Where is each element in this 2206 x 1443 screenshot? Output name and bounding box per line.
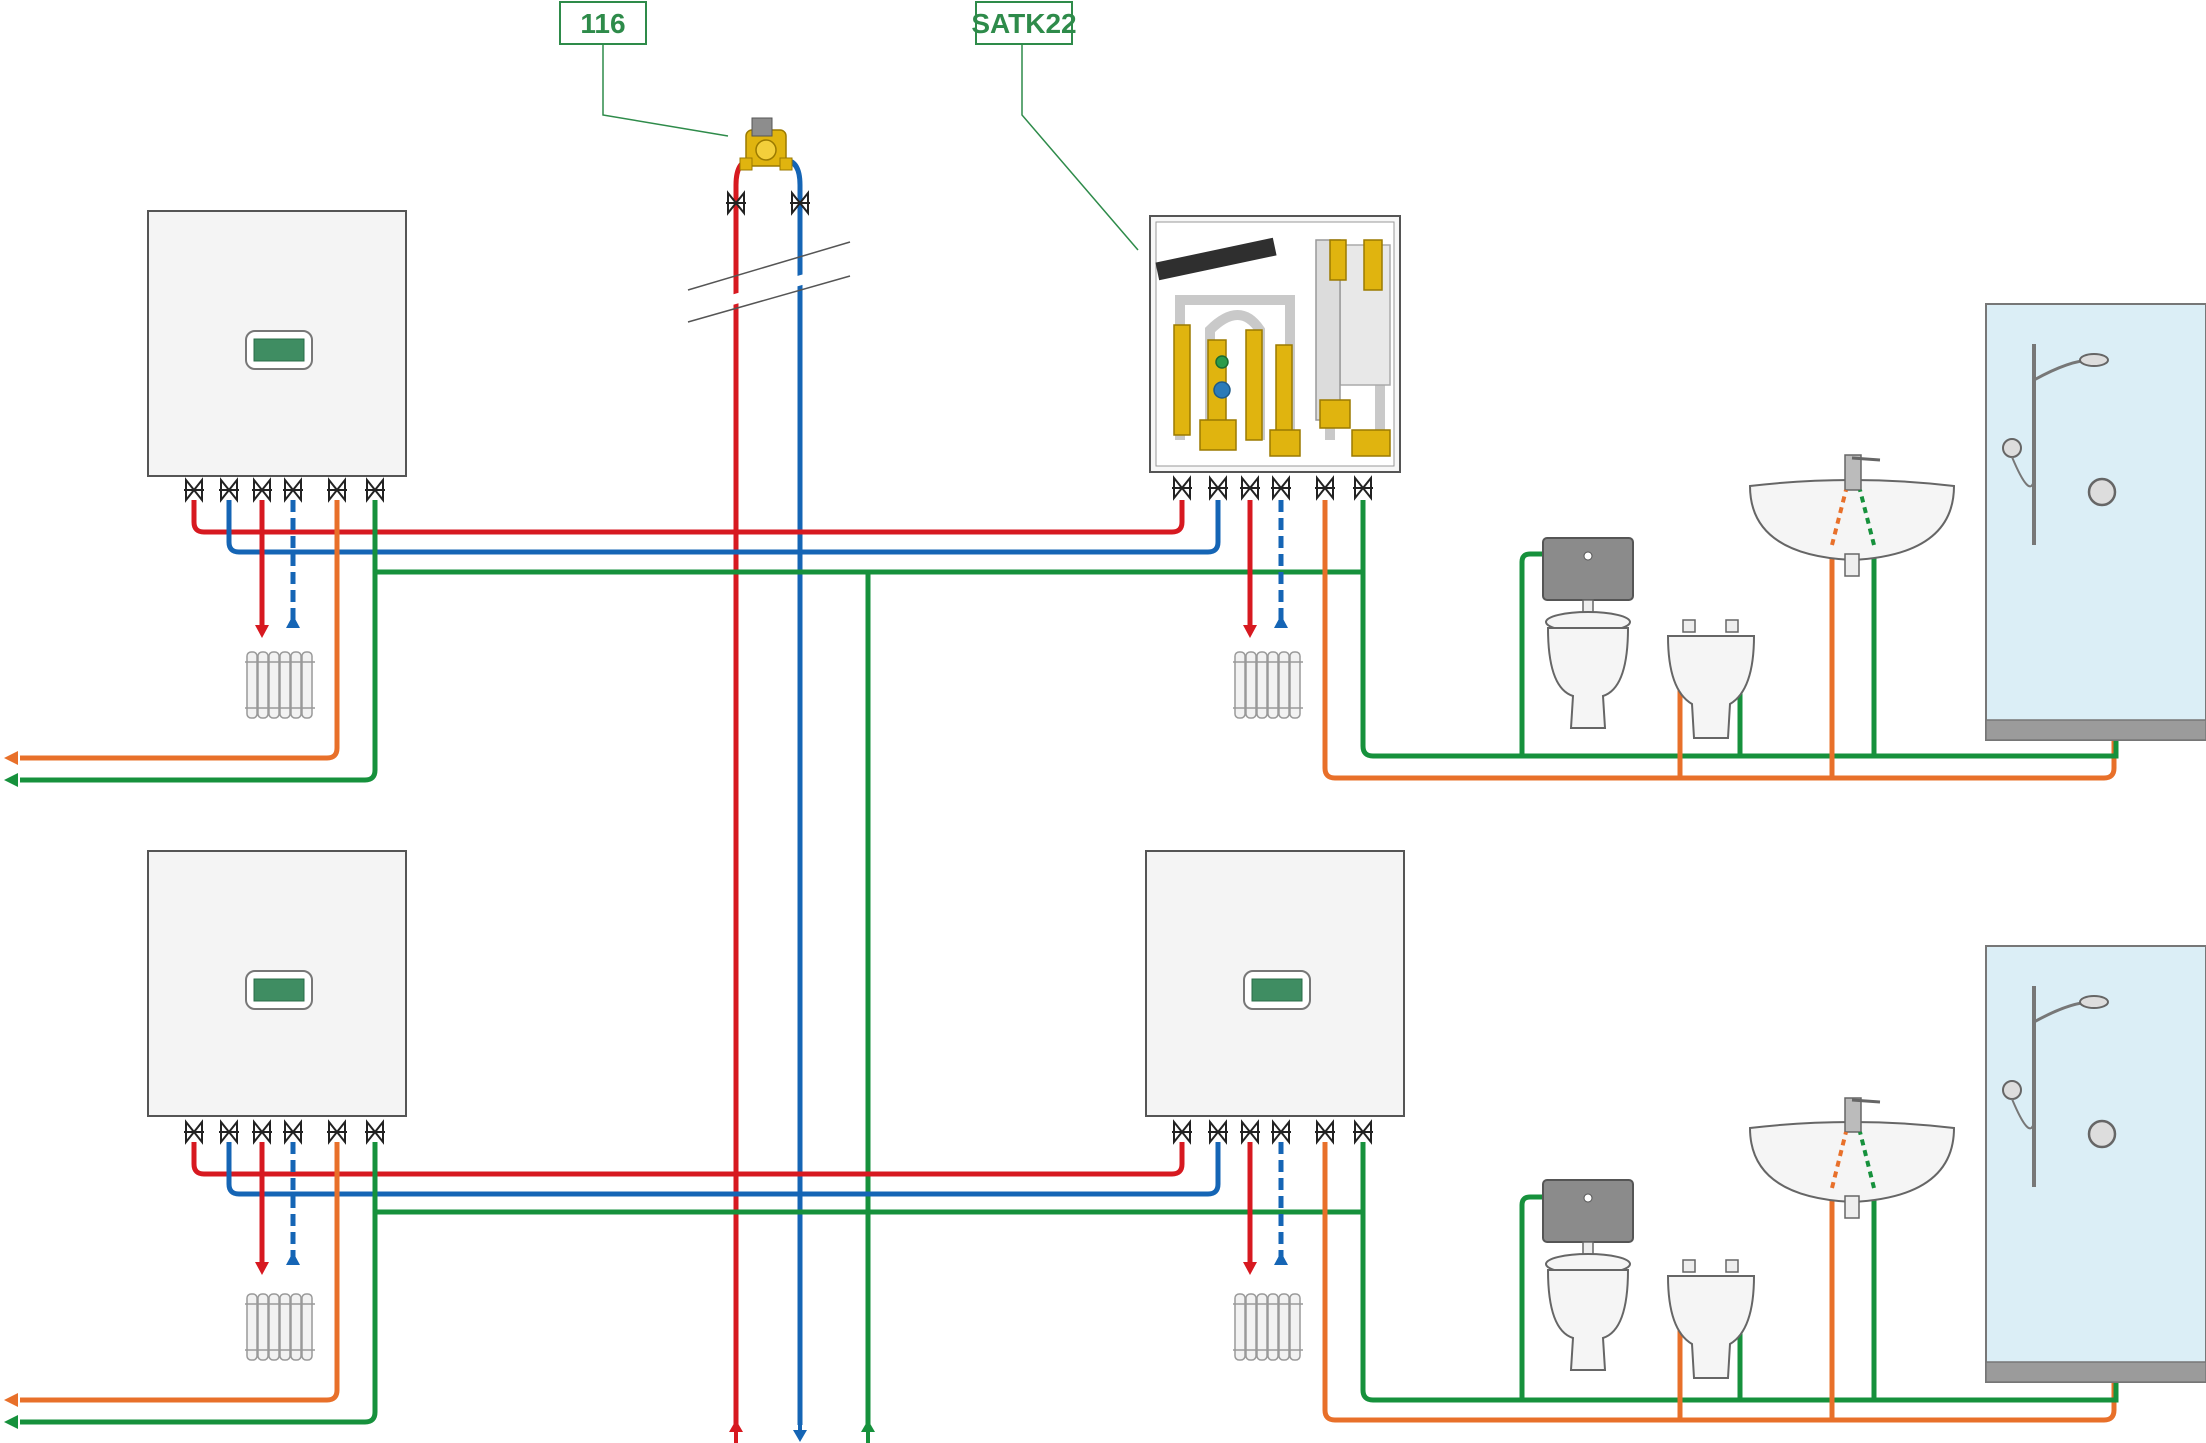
radiator-lower-right [1232, 1289, 1304, 1363]
toilet-lower-icon [1542, 1179, 1634, 1371]
valves-upper-left [183, 479, 386, 501]
washbasin-icon [1748, 454, 1956, 577]
floor-lower [4, 850, 2206, 1429]
unit-lower-right [1145, 850, 1405, 1117]
shower-icon [1985, 303, 2206, 741]
callout-116-label: 116 [580, 8, 625, 39]
pipe-break-symbol [687, 241, 851, 323]
radiator-upper-right [1232, 647, 1304, 721]
shower-lower-icon [1985, 945, 2206, 1383]
washbasin-lower-icon [1748, 1097, 1956, 1219]
toilet-icon [1542, 537, 1634, 729]
unit-upper-left [147, 210, 407, 477]
valves-lower-right [1171, 1121, 1374, 1143]
callout-satk22-label: SATK22 [971, 8, 1076, 39]
floor-upper [4, 210, 2206, 787]
riser-valves [725, 192, 811, 214]
valves-upper-right [1171, 477, 1374, 499]
callout-116: 116 [559, 1, 729, 137]
satk22-unit [1149, 215, 1401, 473]
differential-pressure-valve-icon [739, 117, 793, 171]
valves-lower-left [183, 1121, 386, 1143]
radiator-lower-left [244, 1289, 316, 1363]
unit-lower-left [147, 850, 407, 1117]
radiator-upper-left [244, 647, 316, 721]
riser-arrows [729, 1418, 875, 1443]
riser-pipes [733, 157, 871, 1425]
callout-satk22: SATK22 [971, 1, 1139, 251]
